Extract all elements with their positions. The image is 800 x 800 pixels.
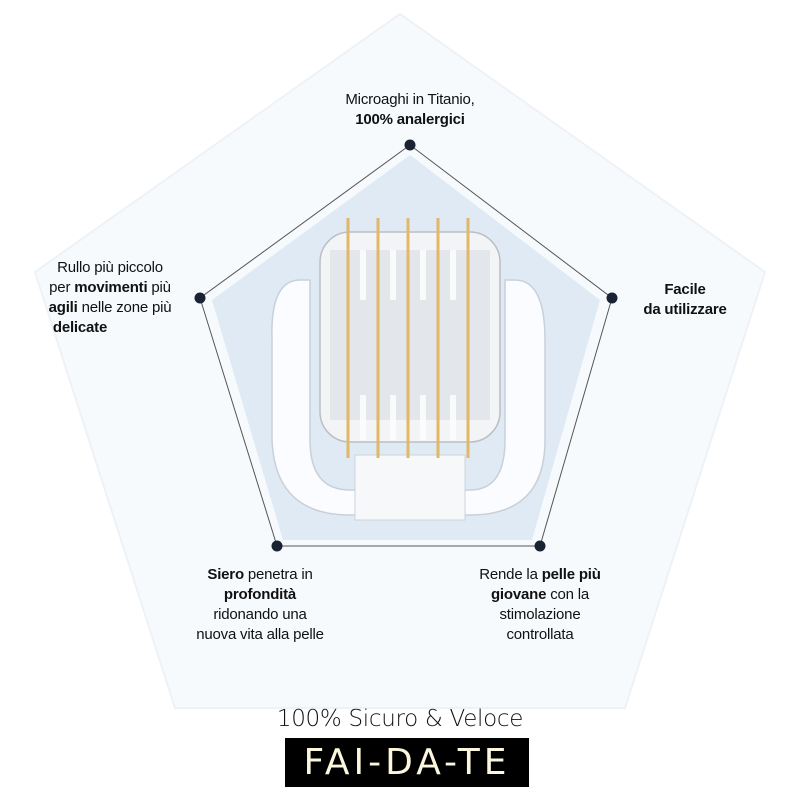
derma-roller-image [271, 218, 546, 521]
text: penetra in [243, 566, 313, 583]
text: nuova vita alla pelle [196, 626, 324, 643]
text: Rende la [479, 566, 542, 583]
text: ridonando una [213, 606, 307, 623]
text-bold: profondità [223, 586, 297, 603]
text-bold: movimenti [74, 279, 148, 296]
text-bold: pelle più [541, 566, 601, 583]
connector-lines [199, 144, 613, 547]
feature-top: Microaghi in Titanio, 100% analergici [310, 90, 510, 130]
text-bold: agili [48, 299, 78, 316]
dot-top [404, 139, 416, 151]
text-bold: da utilizzare [643, 301, 727, 318]
text: più [147, 279, 171, 296]
dot-right [606, 292, 618, 304]
text: Microaghi in Titanio, [345, 91, 475, 108]
feature-bottom-right: Rende la pelle più giovane con la stimol… [455, 565, 625, 645]
dot-left [194, 292, 206, 304]
dot-bottom-left [271, 540, 283, 552]
text: con la [546, 586, 590, 603]
text: nelle zone più [77, 299, 172, 316]
text: stimolazione [499, 606, 581, 623]
text-bold: Siero [207, 566, 244, 583]
feature-bottom-left: Siero penetra in profondità ridonando un… [160, 565, 360, 645]
text-bold: Facile [664, 281, 706, 298]
text: per [49, 279, 75, 296]
feature-right: Facile da utilizzare [620, 280, 750, 320]
text-bold: delicate [52, 319, 108, 336]
fai-da-te-badge: FAI-DA-TE [285, 738, 529, 787]
feature-left: Rullo più piccolo per movimenti più agil… [20, 258, 200, 338]
dot-bottom-right [534, 540, 546, 552]
text-bold: 100% analergici [355, 111, 465, 128]
text-bold: giovane [490, 586, 547, 603]
text: controllata [506, 626, 574, 643]
tagline: 100% Sicuro & Veloce [276, 706, 524, 732]
text: Rullo più piccolo [57, 259, 163, 276]
